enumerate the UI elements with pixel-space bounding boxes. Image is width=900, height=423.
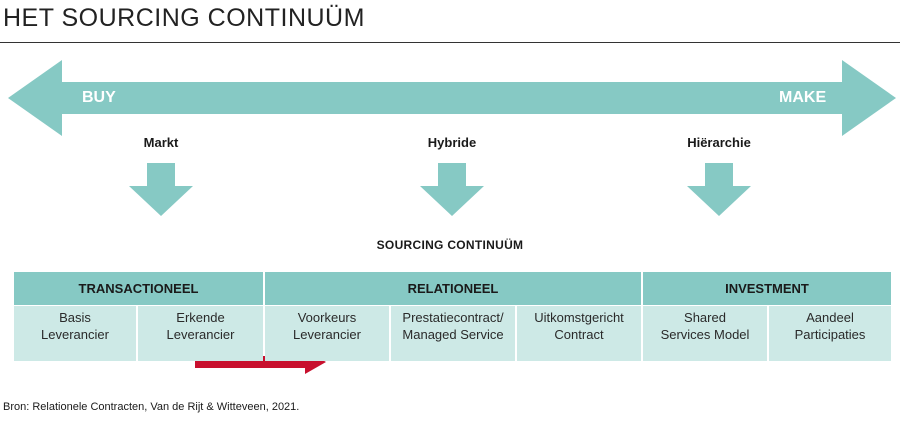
cell-label: Aandeel Participaties bbox=[794, 310, 866, 342]
cell-label: Erkende Leverancier bbox=[166, 310, 235, 342]
cell-label: Basis Leverancier bbox=[41, 310, 109, 342]
group-relationeel: RELATIONEEL bbox=[265, 272, 641, 305]
cell-aandeel-participaties: Aandeel Participaties bbox=[769, 306, 891, 361]
title-divider bbox=[0, 42, 900, 43]
section-title: SOURCING CONTINUÜM bbox=[376, 238, 524, 252]
cell-label: Voorkeurs Leverancier bbox=[293, 310, 361, 342]
group-investment: INVESTMENT bbox=[643, 272, 891, 305]
cell-erkende-leverancier: Erkende Leverancier bbox=[138, 306, 263, 361]
column-label-hierarchie: Hiërarchie bbox=[687, 135, 751, 150]
cell-voorkeurs-leverancier: Voorkeurs Leverancier bbox=[265, 306, 389, 361]
cell-basis-leverancier: Basis Leverancier bbox=[14, 306, 136, 361]
down-arrow-markt bbox=[129, 163, 193, 216]
buy-label: BUY bbox=[82, 89, 116, 106]
cell-label: Shared Services Model bbox=[660, 310, 750, 342]
cell-label: Uitkomstgericht Contract bbox=[534, 310, 624, 342]
cell-uitkomstgericht-contract: Uitkomstgericht Contract bbox=[517, 306, 641, 361]
make-label: MAKE bbox=[779, 89, 827, 106]
column-label-markt: Markt bbox=[143, 135, 179, 150]
down-arrow-hierarchie bbox=[687, 163, 751, 216]
cell-prestatiecontract: Prestatiecontract/ Managed Service bbox=[391, 306, 515, 361]
page-title: HET SOURCING CONTINUÜM bbox=[3, 4, 365, 32]
down-arrow-hybride bbox=[420, 163, 484, 216]
buy-make-double-arrow bbox=[8, 60, 896, 136]
cell-label: Prestatiecontract/ Managed Service bbox=[402, 310, 504, 342]
column-label-hybride: Hybride bbox=[427, 135, 477, 150]
source-caption: Bron: Relationele Contracten, Van de Rij… bbox=[3, 401, 300, 413]
cell-shared-services-model: Shared Services Model bbox=[643, 306, 767, 361]
group-transactioneel: TRANSACTIONEEL bbox=[14, 272, 263, 305]
